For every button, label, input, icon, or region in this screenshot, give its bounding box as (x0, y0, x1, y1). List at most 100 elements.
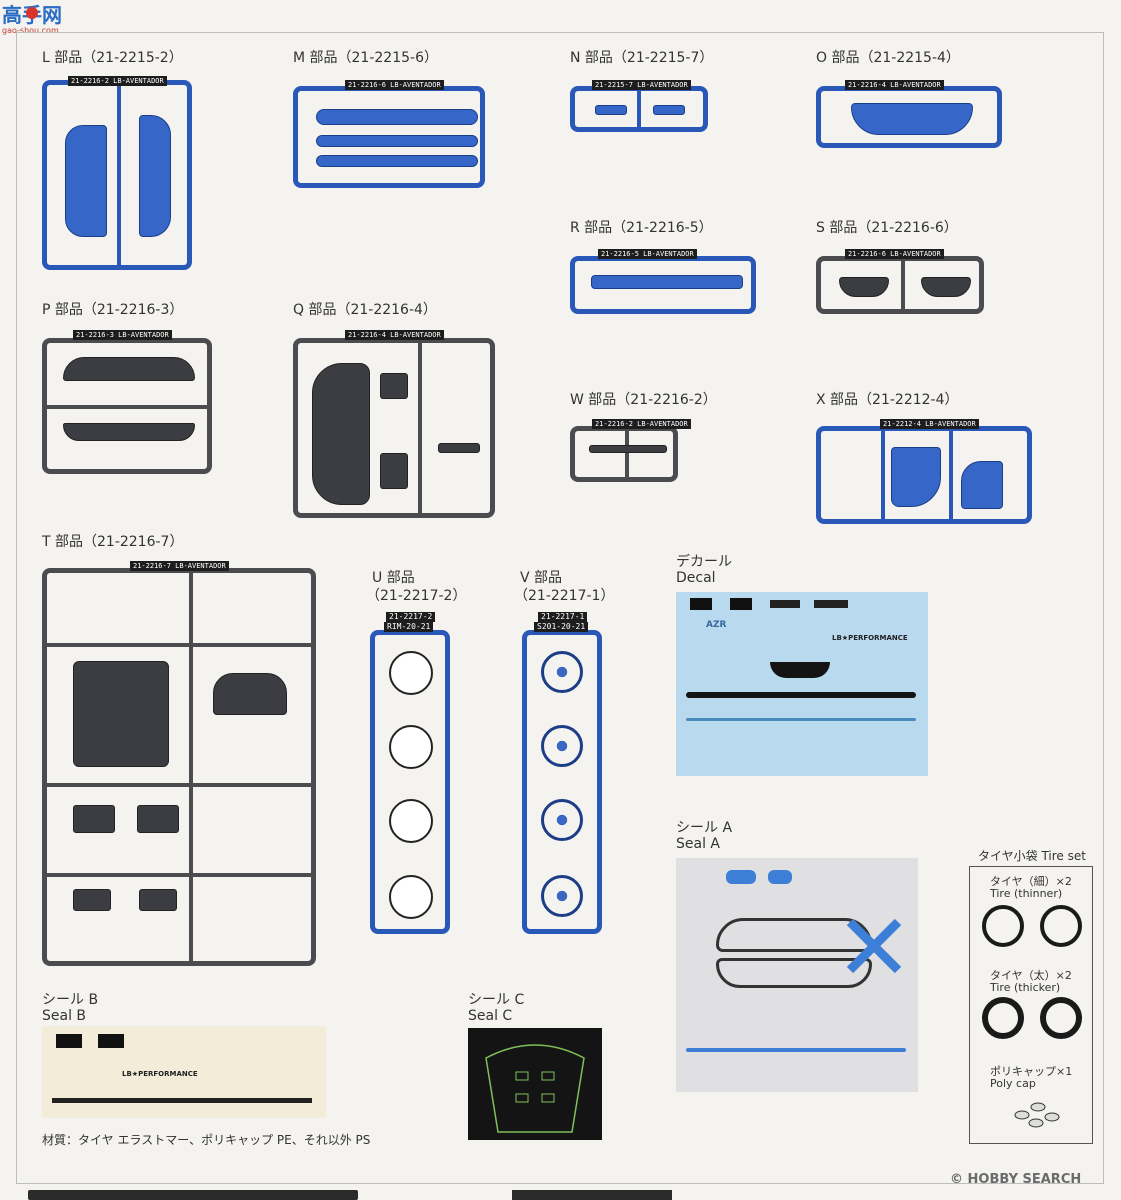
seal-a-sheet (676, 858, 918, 1092)
sprue-t-gate-h2 (47, 783, 311, 787)
sprue-w-tag: 21-2216-2 LB-AVENTADOR (592, 419, 691, 429)
tire-thick-en: Tire (thicker) (990, 981, 1061, 994)
bottom-heading-left (28, 1190, 358, 1200)
seal-c-sheet (468, 1028, 602, 1140)
sprue-t-part-chassis (73, 661, 169, 767)
sprue-q-part-2 (380, 453, 408, 489)
sprue-o (816, 86, 1002, 148)
sprue-x (816, 426, 1032, 524)
sprue-o-tag: 21-2216-4 LB-AVENTADOR (845, 80, 944, 90)
decal-side-stripe-1 (686, 692, 916, 698)
seal-b-logo-2 (98, 1034, 124, 1048)
sprue-v-wheel-4 (541, 875, 583, 917)
sprue-v-label-2: （21-2217-1） (514, 588, 615, 604)
seal-a-x-line-2 (846, 918, 902, 974)
sprue-p (42, 338, 212, 474)
sprue-q-part-underbody (312, 363, 370, 505)
sprue-n-label: N 部品（21-2215-7） (570, 50, 714, 66)
tire-thin-1 (982, 905, 1024, 947)
sprue-m-label: M 部品（21-2215-6） (293, 50, 438, 66)
seal-a-blue-x-graphic (846, 918, 902, 974)
sprue-v-wheel-1 (541, 651, 583, 693)
sprue-q-label: Q 部品（21-2216-4） (293, 302, 437, 318)
sprue-q (293, 338, 495, 518)
sprue-w (570, 426, 678, 482)
sprue-x-part-2 (961, 461, 1003, 509)
sprue-n (570, 86, 708, 132)
sprue-w-part-1 (589, 445, 667, 453)
sprue-p-gate (47, 405, 207, 409)
sprue-s-part-2 (921, 277, 971, 297)
poly-cap-1 (1014, 1110, 1030, 1120)
seal-c-graphic (485, 1044, 585, 1133)
seal-c-box-2 (541, 1071, 555, 1081)
sprue-m-part-side-skirt-2 (316, 135, 478, 147)
seal-c-box-4 (541, 1093, 555, 1103)
tire-thick-jp: タイヤ（太）×2 (990, 969, 1072, 982)
seal-b-label-en: Seal B (42, 1008, 87, 1024)
sprue-p-part-front-lip (63, 357, 195, 381)
sprue-s (816, 256, 984, 314)
sprue-u (370, 630, 450, 934)
decal-black-stripe (770, 662, 830, 678)
decal-label-jp: デカール (676, 554, 732, 570)
sprue-t-part-seat-3 (73, 889, 111, 911)
sprue-m-tag: 21-2216-6 LB-AVENTADOR (345, 80, 444, 90)
seal-a-blue-stripe (686, 1048, 906, 1052)
tire-set-title: タイヤ小袋 Tire set (978, 849, 1086, 863)
poly-cap-4 (1044, 1112, 1060, 1122)
sprue-t-part-dash (213, 673, 287, 715)
sprue-m (293, 86, 485, 188)
sprue-p-part-rear-lip (63, 423, 195, 441)
sprue-s-gate (901, 261, 905, 309)
poly-cap-2 (1030, 1102, 1046, 1112)
sprue-r-tag: 21-2216-5 LB-AVENTADOR (598, 249, 697, 259)
decal-logo-2 (730, 598, 752, 610)
decal-logo-4 (814, 600, 848, 608)
sprue-v-label-1: V 部品 (520, 570, 563, 586)
tire-thin-en: Tire (thinner) (990, 887, 1063, 900)
seal-b-label-jp: シール B (42, 992, 99, 1008)
sprue-v (522, 630, 602, 934)
tire-set-box: タイヤ（細）×2 Tire (thinner) タイヤ（太）×2 Tire (t… (969, 866, 1093, 1144)
sprue-v-wheel-2 (541, 725, 583, 767)
sprue-t (42, 568, 316, 966)
sprue-n-gate (637, 91, 641, 127)
sprue-n-part-1 (595, 105, 627, 115)
site-logo: 高手网 gao-shou.com (0, 0, 72, 35)
sprue-l-part-bumper (65, 125, 107, 237)
sprue-t-part-seat-2 (137, 805, 179, 833)
sprue-s-label: S 部品（21-2216-6） (816, 220, 958, 236)
sprue-l-tag: 21-2216-2 LB-AVENTADOR (68, 76, 167, 86)
tire-thin-2 (1040, 905, 1082, 947)
seal-a-blue-part-2 (768, 870, 792, 884)
sprue-r-label: R 部品（21-2216-5） (570, 220, 713, 236)
sprue-x-label: X 部品（21-2212-4） (816, 392, 959, 408)
sprue-x-tag: 21-2212-4 LB-AVENTADOR (880, 419, 979, 429)
sprue-l-gate (117, 85, 121, 265)
sprue-x-gate-2 (949, 431, 953, 519)
sprue-u-rim-3 (389, 799, 433, 843)
sprue-q-part-3 (438, 443, 480, 453)
seal-b-sheet: LB★PERFORMANCE (42, 1026, 326, 1118)
page-frame (16, 32, 1104, 1184)
material-note: 材質：タイヤ エラストマー、ポリキャップ PE、それ以外 PS (42, 1133, 371, 1147)
decal-sheet: AZR LB★PERFORMANCE (676, 592, 928, 776)
sprue-o-label: O 部品（21-2215-4） (816, 50, 960, 66)
sprue-q-gate (418, 343, 422, 513)
sprue-u-rim-4 (389, 875, 433, 919)
seal-c-box-1 (515, 1071, 529, 1081)
sprue-p-tag: 21-2216-3 LB-AVENTADOR (73, 330, 172, 340)
sprue-l (42, 80, 192, 270)
seal-c-outline (485, 1044, 585, 1133)
sprue-t-gate-h3 (47, 873, 311, 877)
sprue-t-label: T 部品（21-2216-7） (42, 534, 184, 550)
sprue-l-part-wing (139, 115, 171, 237)
sprue-t-part-seat-1 (73, 805, 115, 833)
poly-cap-3 (1028, 1118, 1044, 1128)
seal-b-stripe (52, 1098, 312, 1103)
sprue-w-label: W 部品（21-2216-2） (570, 392, 717, 408)
bottom-heading-right (512, 1190, 672, 1200)
sprue-s-part-1 (839, 277, 889, 297)
sprue-u-label-2: （21-2217-2） (366, 588, 467, 604)
